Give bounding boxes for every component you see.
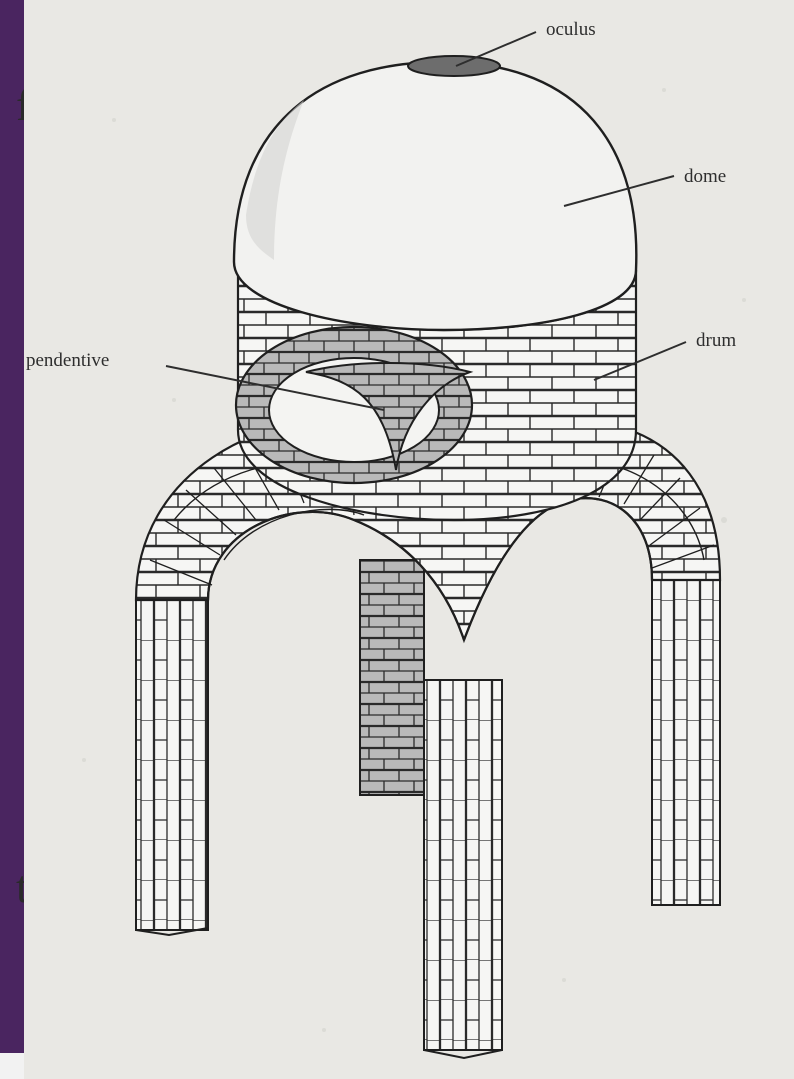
dome: [234, 56, 636, 330]
label-pendentive: pendentive: [26, 350, 109, 371]
right-pier: [652, 580, 720, 905]
back-pier: [360, 560, 424, 795]
dome-pendentive-diagram: oculus dome drum pendentive: [24, 0, 794, 1079]
pendentive-ring: [236, 327, 472, 483]
slide-bottom-strip: [0, 1053, 24, 1079]
oculus-opening: [408, 56, 500, 76]
left-pier: [136, 600, 208, 935]
front-pier: [424, 680, 502, 1058]
label-oculus: oculus: [546, 19, 596, 40]
label-drum: drum: [696, 330, 736, 351]
label-dome: dome: [684, 166, 726, 187]
